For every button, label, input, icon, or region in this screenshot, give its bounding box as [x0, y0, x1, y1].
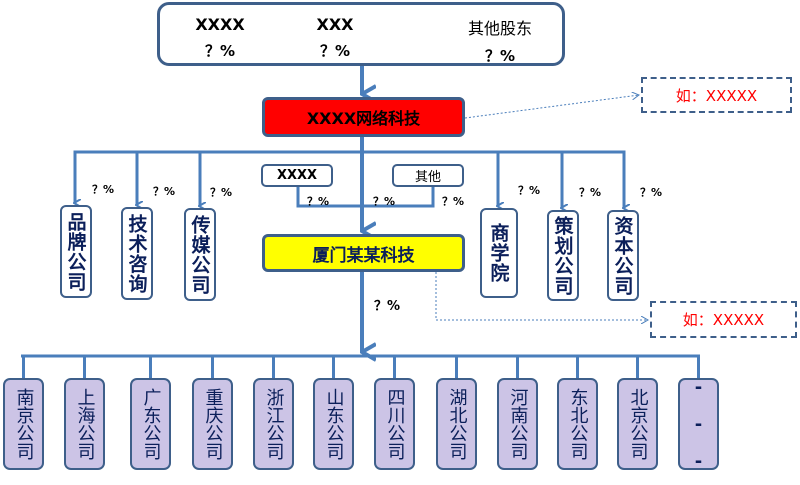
branch-company: 四川公司 [374, 378, 415, 470]
sub-note: 如：XXXXX [650, 301, 797, 338]
subsidiary: 传媒公司 [184, 208, 216, 301]
subsidiary: 品牌公司 [60, 205, 92, 298]
subsidiary: 商学院 [480, 208, 518, 298]
stake-pct: ？% [307, 195, 330, 208]
branch-company: 浙江公司 [253, 378, 294, 470]
stake-pct: ？% [518, 184, 541, 197]
stake-pct: ？% [640, 186, 663, 199]
branch-company: 湖北公司 [436, 378, 477, 470]
branch-company: --- [678, 377, 719, 472]
branch-company: 广东公司 [130, 378, 171, 470]
subsidiary: 策划公司 [547, 210, 579, 301]
shareholder: XXX？% [316, 15, 354, 60]
branch-company: 重庆公司 [192, 378, 233, 470]
sub-company: 厦门某某科技 [262, 234, 465, 272]
subsidiary: 资本公司 [607, 210, 639, 301]
stake-pct: ？% [373, 195, 396, 208]
branch-company: 河南公司 [497, 378, 538, 470]
co-investor: 其他 [392, 164, 464, 187]
stake-pct: ？% [153, 185, 176, 198]
co-investor: XXXX [261, 164, 333, 187]
stake-pct: ？% [210, 186, 233, 199]
stake-pct: ？% [374, 299, 401, 314]
stake-pct: ？% [442, 195, 465, 208]
shareholders-box: XXXX？% XXX？% 其他股东？% [157, 2, 565, 66]
branch-company: 北京公司 [617, 378, 658, 470]
branch-company: 上海公司 [64, 378, 105, 470]
branch-company: 南京公司 [3, 378, 44, 470]
parent-note: 如：XXXXX [641, 77, 792, 113]
shareholder: 其他股东？% [467, 19, 532, 65]
subsidiary: 技术咨询 [121, 207, 153, 300]
parent-company: XXXX网络科技 [262, 97, 465, 137]
shareholder: XXXX？% [195, 15, 245, 60]
stake-pct: ？% [579, 186, 602, 199]
stake-pct: ？% [92, 183, 115, 196]
branch-company: 东北公司 [557, 378, 598, 470]
branch-company: 山东公司 [313, 378, 354, 470]
